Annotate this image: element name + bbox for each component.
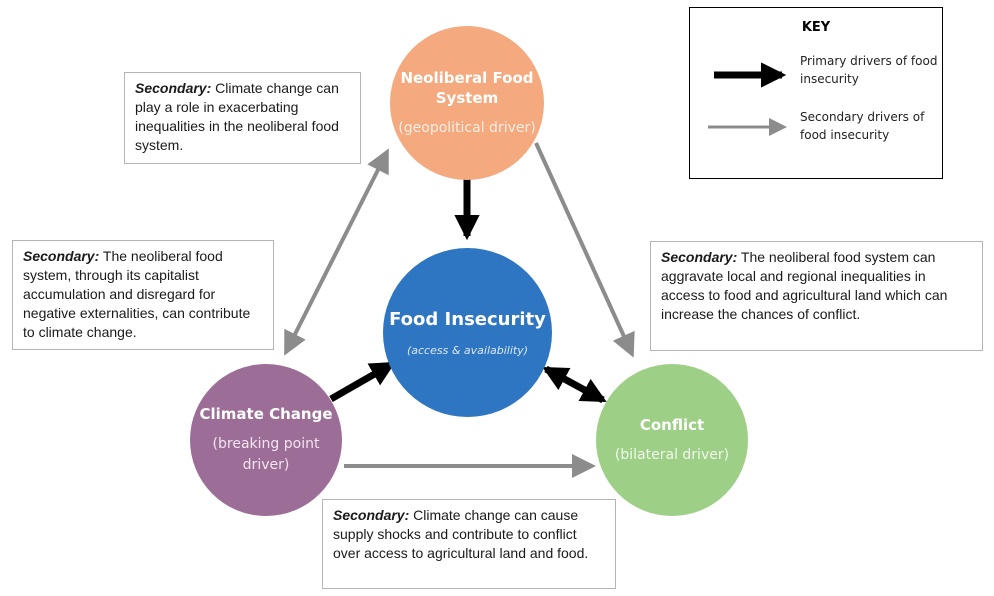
legend-primary-label: Primary drivers of food insecurity	[800, 54, 938, 86]
node-title: Conflict	[639, 415, 705, 434]
node-food-insecurity: Food Insecurity (access & availability)	[383, 248, 552, 417]
legend-title: KEY	[801, 20, 831, 35]
node-subtitle: (breaking point driver)	[212, 436, 320, 473]
legend-key: KEY Primary drivers of food insecurity S…	[689, 7, 943, 179]
note-neoliberal-to-conflict: Secondary: The neoliberal food system ca…	[650, 241, 983, 351]
note-text: The neoliberal food system, through its …	[23, 248, 251, 340]
node-subtitle: (access & availability)	[406, 343, 529, 357]
note-neoliberal-to-climate: Secondary: The neoliberal food system, t…	[12, 240, 274, 350]
legend-secondary-label: Secondary drivers of food insecurity	[800, 110, 925, 142]
node-title: Climate Change	[199, 405, 333, 423]
node-title: Food Insecurity	[389, 308, 546, 330]
arrow-climate-to-food	[329, 360, 396, 403]
note-text: Climate change can cause supply shocks a…	[333, 507, 589, 561]
node-title: Neoliberal Food System	[400, 68, 534, 107]
note-label: Secondary:	[23, 248, 100, 264]
note-text: The neoliberal food system can aggravate…	[661, 249, 948, 322]
node-neoliberal-food-system: Neoliberal Food System (geopolitical dri…	[390, 26, 544, 180]
note-climate-to-conflict: Secondary: Climate change can cause supp…	[322, 499, 616, 589]
node-subtitle: (bilateral driver)	[614, 446, 730, 463]
legend-swatches	[708, 62, 787, 136]
node-climate-change: Climate Change (breaking point driver)	[190, 364, 342, 516]
note-label: Secondary:	[333, 507, 410, 523]
note-label: Secondary:	[135, 80, 212, 96]
note-climate-to-neoliberal: Secondary: Climate change can play a rol…	[124, 72, 361, 164]
arrow-neoliberal-to-conflict	[534, 142, 635, 358]
note-text: Climate change can play a role in exacer…	[135, 80, 339, 153]
node-conflict: Conflict (bilateral driver)	[596, 364, 748, 516]
arrow-climate-to-neoliberal	[284, 148, 389, 356]
arrow-food-conflict-bilateral	[542, 365, 607, 404]
note-label: Secondary:	[661, 249, 738, 265]
node-subtitle: (geopolitical driver)	[398, 119, 536, 136]
